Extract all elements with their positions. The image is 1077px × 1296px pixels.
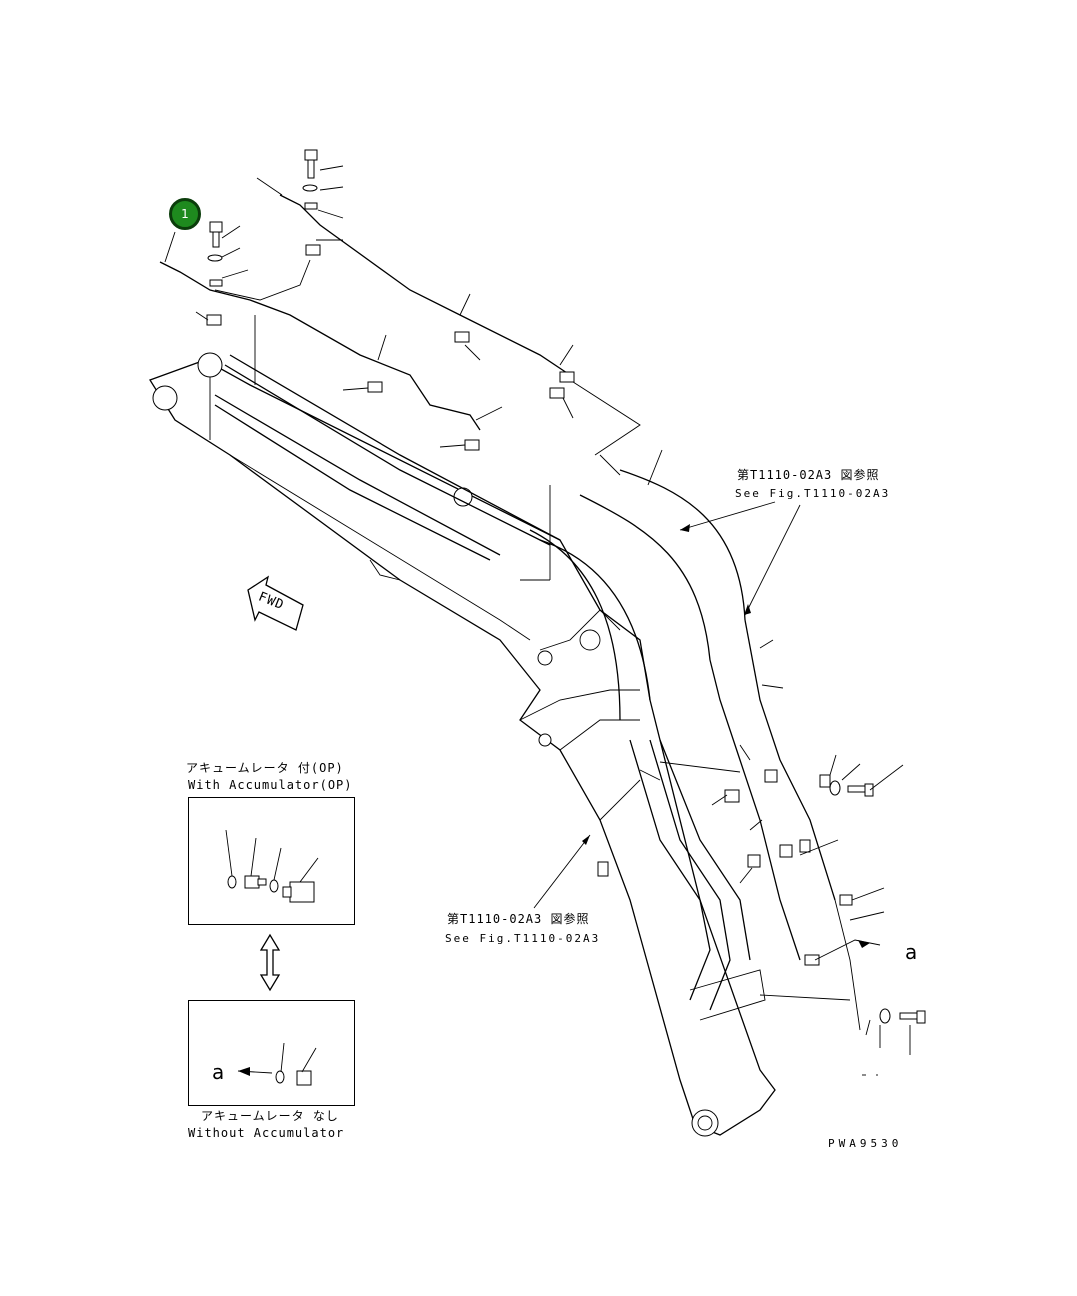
without-accumulator-box [188,1000,355,1106]
with-accumulator-title-en: With Accumulator(OP) [188,778,353,792]
with-accumulator-box [188,797,355,925]
double-arrow [259,933,281,992]
part-callout-1[interactable]: 1 [169,198,201,230]
callout-number: 1 [181,207,189,221]
ref-label-upper-jp: 第T1110-02A3 図参照 [737,468,880,482]
ref-label-lower-jp: 第T1110-02A3 図参照 [447,912,590,926]
view-a-label-main: a [905,940,918,964]
fwd-arrow [247,575,304,631]
without-accumulator-title-en: Without Accumulator [188,1126,345,1140]
with-accumulator-title-jp: アキュームレータ 付(OP) [186,761,344,775]
leader-lines [164,165,911,1055]
drawing-number: PWA9530 [828,1137,903,1150]
upper-pipes [159,194,641,581]
small-parts [206,149,926,1024]
accumulator-parts [225,829,319,1086]
view-a-label-inset: a [212,1060,225,1084]
ref-label-upper-en: See Fig.T1110-02A3 [735,487,891,500]
ref-label-lower-en: See Fig.T1110-02A3 [445,932,601,945]
hoses [529,469,861,1031]
without-accumulator-title-jp: アキュームレータ なし [201,1109,339,1123]
boom-body [149,352,776,1137]
